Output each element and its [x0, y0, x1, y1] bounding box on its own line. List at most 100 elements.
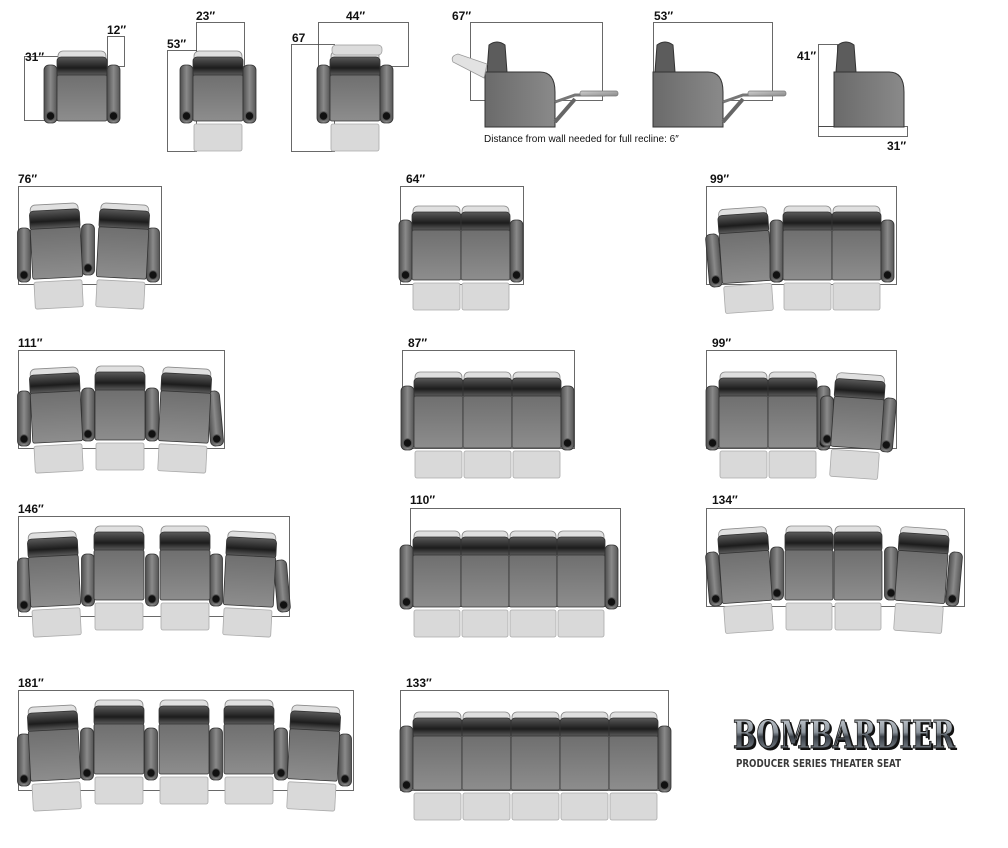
armrest	[604, 544, 619, 610]
seat-back	[94, 371, 146, 393]
footrest	[723, 602, 774, 634]
armrest	[145, 553, 159, 607]
seat-back	[833, 531, 883, 553]
arm-group	[274, 727, 288, 781]
bombardier-logo: BOMBARDIER BOMBARDIER PRODUCER SERIES TH…	[733, 712, 958, 770]
arm-group	[770, 546, 784, 601]
seat-cushion	[411, 229, 462, 281]
curved-seat	[29, 366, 84, 474]
seat-row	[316, 50, 394, 152]
curved-seat	[222, 530, 277, 638]
cupholder	[276, 768, 286, 778]
side-body	[652, 71, 724, 128]
footrest	[95, 442, 145, 471]
seat-cushion	[718, 550, 773, 604]
footrest	[412, 282, 461, 311]
seat-cushion	[461, 735, 512, 791]
seat-back	[56, 56, 108, 78]
headrest	[331, 44, 383, 56]
seat-back	[329, 56, 381, 78]
seat-cushion	[412, 735, 463, 791]
brand-name-shadow: BOMBARDIER	[735, 714, 957, 759]
footrest	[286, 781, 337, 812]
arm-group	[273, 559, 291, 613]
arm-group	[145, 387, 159, 442]
seat-back	[461, 717, 512, 739]
footrest	[224, 776, 274, 805]
curved-seat	[27, 530, 82, 638]
cupholder	[83, 263, 93, 273]
footrest	[893, 602, 944, 634]
dimension-frame	[107, 36, 125, 67]
seat-back	[508, 536, 558, 558]
single-seat-width-label: 31″	[25, 50, 45, 64]
footrest	[785, 602, 833, 631]
cupholder	[148, 270, 158, 280]
footrest	[557, 609, 605, 638]
cupholder	[19, 600, 29, 610]
side-back	[835, 41, 857, 73]
seat-cushion	[94, 389, 146, 441]
seat-cushion	[508, 554, 558, 608]
footrest	[768, 450, 817, 479]
cupholder	[83, 594, 93, 604]
seat-cushion	[833, 549, 883, 601]
armrest	[274, 727, 288, 781]
armrest	[80, 727, 94, 781]
curved-seat	[159, 525, 211, 631]
seat-back	[93, 531, 145, 553]
single-seat-full-recline-side-label: 67	[292, 31, 306, 45]
seat-cushion	[413, 395, 464, 449]
arm-group	[209, 553, 223, 607]
footrest	[829, 448, 880, 480]
seat-cushion	[460, 229, 511, 281]
cupholder	[212, 434, 222, 444]
cupholder	[19, 434, 29, 444]
seat-back	[93, 705, 145, 727]
single-seat-reclined-label: 53″	[167, 37, 187, 51]
curved-seat	[893, 526, 950, 634]
cupholder	[278, 600, 289, 610]
armrest	[509, 219, 524, 283]
curved-row	[705, 526, 963, 634]
footrest	[609, 792, 658, 821]
arm-group	[145, 553, 159, 607]
seat-back	[158, 705, 210, 727]
curved-seat	[94, 365, 146, 471]
seat-cushion	[782, 229, 833, 281]
cupholder	[340, 774, 350, 784]
curved-row	[17, 365, 224, 474]
footrest	[834, 602, 882, 631]
armrest	[880, 219, 895, 283]
footrest	[33, 443, 84, 474]
seat-cushion	[462, 395, 513, 449]
arm-group	[17, 227, 31, 283]
cupholder	[710, 275, 721, 285]
arm-group	[338, 733, 352, 787]
armrest	[379, 64, 394, 124]
footrest	[94, 602, 144, 631]
seat-cushion	[157, 390, 212, 444]
cupholder	[511, 270, 522, 280]
footrest	[512, 450, 561, 479]
side-full-recline-label: 67″	[452, 9, 472, 23]
cupholder	[318, 111, 329, 121]
side-body	[484, 71, 556, 128]
seat-back	[413, 377, 464, 399]
config-label: 181″	[18, 676, 44, 690]
cupholder	[181, 111, 192, 121]
footrest	[193, 123, 243, 152]
arm-group	[206, 390, 224, 447]
cupholder	[146, 768, 156, 778]
seat-back	[411, 211, 462, 233]
seat-cushion	[223, 723, 275, 775]
footrest	[159, 776, 209, 805]
footrest	[33, 279, 84, 310]
cupholder	[822, 434, 832, 444]
seat-cushion	[29, 226, 84, 280]
seat-cushion	[93, 549, 145, 601]
arm-group	[81, 387, 95, 442]
config-label: 87″	[408, 336, 428, 350]
footrest	[157, 443, 208, 474]
